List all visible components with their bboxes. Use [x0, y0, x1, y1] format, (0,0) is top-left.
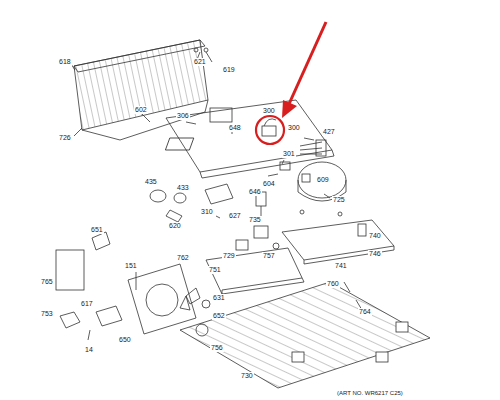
callout-number: 621	[193, 58, 207, 66]
callout-number: 764	[358, 308, 372, 316]
callout-number: 620	[168, 222, 182, 230]
callout-number: 310	[200, 208, 214, 216]
callout-number: 604	[262, 180, 276, 188]
callout-number: 427	[322, 128, 336, 136]
callout-number: 151	[124, 262, 138, 270]
callout-number: 751	[208, 266, 222, 274]
callout-number: 646	[248, 188, 262, 196]
callout-number: 746	[368, 250, 382, 258]
callout-number: 306	[176, 112, 190, 120]
callout-number: 619	[222, 66, 236, 74]
callout-number: 652	[212, 312, 226, 320]
callout-number: 631	[212, 294, 226, 302]
callout-number: 617	[80, 300, 94, 308]
callout-number: 729	[222, 252, 236, 260]
callout-number: 740	[368, 232, 382, 240]
callout-number: 762	[176, 254, 190, 262]
callout-number: 618	[58, 58, 72, 66]
callout-number: 14	[84, 346, 94, 354]
callout-number: 627	[228, 212, 242, 220]
callout-number: 648	[228, 124, 242, 132]
callout-number: 765	[40, 278, 54, 286]
callout-number: 730	[240, 372, 254, 380]
callout-number: 433	[176, 184, 190, 192]
callout-number: 756	[210, 344, 224, 352]
callout-number: 602	[134, 106, 148, 114]
art-number: (ART NO. WR6217 C25)	[336, 389, 404, 397]
callout-number: 726	[58, 134, 72, 142]
callout-number: 650	[118, 336, 132, 344]
callout-number: 651	[90, 226, 104, 234]
callout-number: 300	[287, 124, 301, 132]
callout-number: 753	[40, 310, 54, 318]
callout-number: 725	[332, 196, 346, 204]
callout-number: 300	[262, 107, 276, 115]
callout-number: 741	[334, 262, 348, 270]
callout-number: 735	[248, 216, 262, 224]
callout-number: 435	[144, 178, 158, 186]
callout-number: 301	[282, 150, 296, 158]
callout-number: 760	[326, 280, 340, 288]
callout-number: 757	[262, 252, 276, 260]
callout-number: 609	[316, 176, 330, 184]
